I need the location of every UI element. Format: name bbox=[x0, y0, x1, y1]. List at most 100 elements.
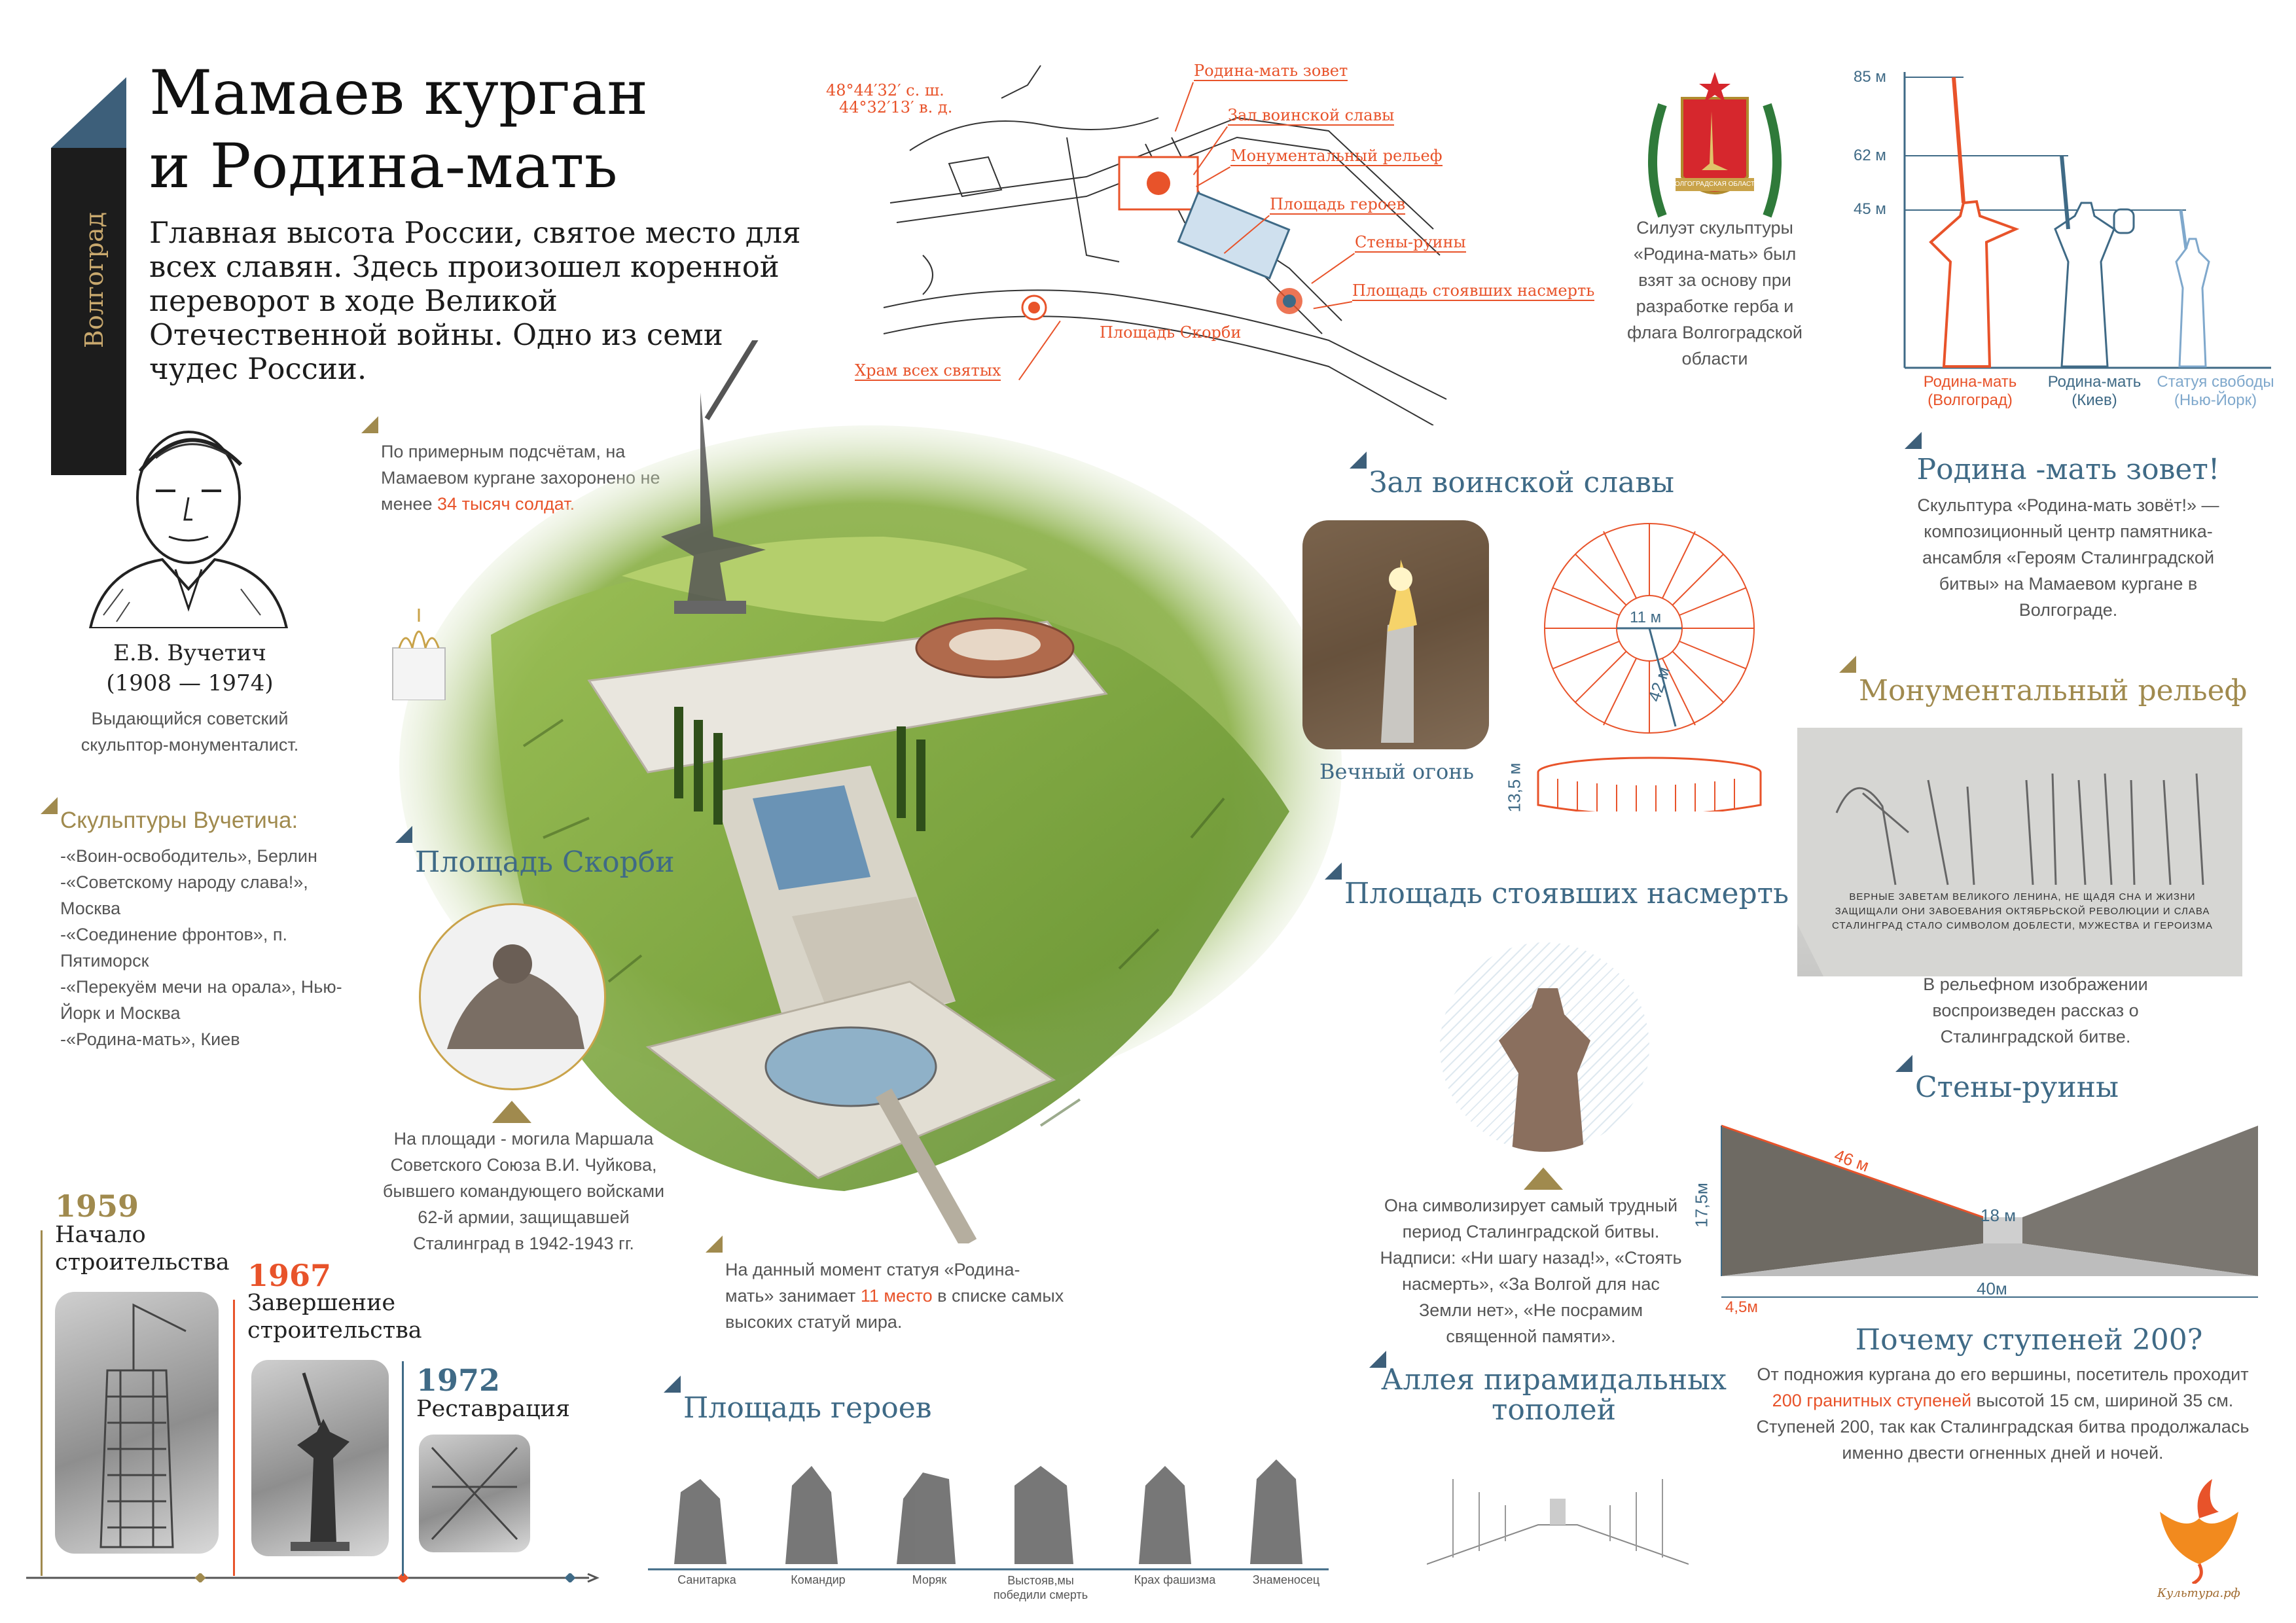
volgograd-emblem bbox=[1636, 65, 1793, 229]
timeline-line-1959 bbox=[41, 1230, 43, 1576]
timeline-axis bbox=[26, 1572, 602, 1584]
emblem-ribbon-text: ВОЛГОГРАДСКАЯ ОБЛАСТЬ bbox=[1670, 181, 1759, 188]
map-coords-line1: 48°44′32′ с. ш. bbox=[826, 81, 944, 99]
height-62: 62 м bbox=[1854, 147, 1886, 164]
timeline-label-1967: Завершение строительства bbox=[247, 1290, 422, 1344]
relief-inscription: ВЕРНЫЕ ЗАВЕТАМ ВЕЛИКОГО ЛЕНИНА, НЕ ЩАДЯ … bbox=[1832, 891, 2213, 931]
kultura-logo bbox=[2140, 1472, 2258, 1586]
timeline-label-1959: Начало строительства bbox=[55, 1222, 230, 1275]
relief-image bbox=[1797, 728, 2242, 976]
timeline-year-1959: 1959 bbox=[55, 1188, 139, 1224]
works-item: -«Родина-мать», Киев bbox=[60, 1029, 240, 1049]
steps-text-1: От подножия кургана до его вершины, посе… bbox=[1757, 1364, 2249, 1384]
map-label-heroes: Площадь героев bbox=[1270, 195, 1406, 215]
rank-marker bbox=[706, 1236, 723, 1253]
rank-text-2: в списке самых высоких статуй мира. bbox=[725, 1286, 1064, 1332]
works-title: Скульптуры Вучетича: bbox=[60, 808, 298, 833]
page-title-line2: и Родина-мать bbox=[149, 131, 618, 202]
deadstand-marker-up bbox=[1524, 1168, 1563, 1190]
works-item: -«Воин-освободитель», Берлин bbox=[60, 846, 317, 866]
hall-diagram bbox=[1525, 510, 1774, 816]
map-coords-line2: 44°32′13′ в. д. bbox=[839, 98, 953, 116]
emblem-caption: Силуэт скульптуры «Родина-мать» был взят… bbox=[1627, 218, 1803, 368]
ruins-dim-40: 40м bbox=[1977, 1279, 2007, 1298]
ruins-marker bbox=[1895, 1055, 1912, 1072]
sculptor-name: Е.В. Вучетич bbox=[113, 640, 266, 666]
hero-name: Крах фашизма bbox=[1134, 1573, 1216, 1586]
ruins-diagram bbox=[1708, 1113, 2284, 1309]
page-title-line1: Мамаев курган bbox=[149, 58, 649, 129]
hall-dim-height: 13,5 м bbox=[1504, 762, 1524, 813]
church-icon bbox=[380, 609, 458, 701]
comparison-label-liberty: Статуя свободы (Нью-Йорк) bbox=[2157, 373, 2274, 409]
map-label-relief: Монументальный рельеф bbox=[1230, 147, 1443, 166]
rank-highlight: 11 место bbox=[860, 1286, 933, 1306]
map-label-church: Храм всех святых bbox=[855, 361, 1001, 381]
sculptor-desc: Выдающийся советский скульптор-монумента… bbox=[81, 709, 299, 755]
page-subtitle: Главная высота России, святое место для … bbox=[149, 215, 801, 386]
hero-name: Санитарка bbox=[677, 1573, 736, 1586]
ensemble-illustration bbox=[308, 332, 1460, 1248]
map-label-deadstand: Площадь стоявших насмерть bbox=[1352, 281, 1595, 301]
hall-marker bbox=[1350, 452, 1367, 469]
rodina-text: Скульптура «Родина-мать зовёт!» — композ… bbox=[1917, 495, 2219, 620]
heroes-statues bbox=[648, 1440, 1329, 1571]
map-label-ruins: Стены-руины bbox=[1355, 233, 1466, 253]
works-item: -«Перекуём мечи на орала», Нью-Йорк и Мо… bbox=[60, 977, 342, 1023]
hero-statue-3 bbox=[897, 1472, 956, 1564]
hall-dim-diameter: 11 м bbox=[1630, 609, 1662, 626]
comparison-label-volgograd: Родина-мать (Волгоград) bbox=[1923, 373, 2017, 409]
hero-name: Знаменосец bbox=[1252, 1573, 1320, 1586]
timeline-label-1972: Реставрация bbox=[416, 1396, 570, 1422]
map-label-hall: Зал воинской славы bbox=[1228, 106, 1395, 126]
burials-note: По примерным подсчётам, на Мамаевом кург… bbox=[381, 438, 682, 517]
hero-statue-1 bbox=[674, 1479, 726, 1564]
kultura-logo-text: Культура.рф bbox=[2157, 1586, 2240, 1600]
works-list: -«Воин-освободитель», Берлин -«Советском… bbox=[60, 843, 348, 1052]
alley-marker bbox=[1369, 1351, 1386, 1368]
alley-sketch bbox=[1426, 1453, 1689, 1571]
burials-marker bbox=[361, 416, 378, 433]
header-ribbon-corner bbox=[51, 77, 126, 148]
steps-text-2: высотой 15 см, шириной 35 см. Ступеней 2… bbox=[1756, 1391, 2250, 1463]
hall-title: Зал воинской славы bbox=[1369, 466, 1675, 499]
hero-name: Моряк bbox=[912, 1573, 947, 1586]
deadstand-title: Площадь стоявших насмерть bbox=[1344, 877, 1789, 910]
timeline-photo-1967 bbox=[251, 1360, 389, 1556]
header-ribbon bbox=[51, 148, 126, 475]
sorrow-text: На площади - могила Маршала Советского С… bbox=[382, 1129, 665, 1253]
map bbox=[870, 59, 1460, 426]
timeline-line-1972 bbox=[402, 1361, 404, 1576]
city-label: Волгоград bbox=[80, 211, 109, 348]
sorrow-title: Площадь Скорби bbox=[415, 846, 675, 879]
sorrow-photo bbox=[419, 903, 606, 1090]
heroes-marker bbox=[664, 1376, 681, 1393]
deadstand-text: Она символизирует самый трудный период С… bbox=[1380, 1196, 1682, 1346]
hero-statue-4 bbox=[1014, 1466, 1073, 1564]
deadstand-photo bbox=[1440, 942, 1649, 1152]
map-label-sorrow: Площадь Скорби bbox=[1100, 323, 1242, 342]
timeline-year-1972: 1972 bbox=[416, 1363, 501, 1398]
sculptor-portrait bbox=[77, 419, 300, 630]
works-item: -«Соединение фронтов», п. Пятиморск bbox=[60, 925, 287, 971]
burials-highlight: 34 тысяч солдат. bbox=[437, 494, 575, 514]
ruins-dim-18: 18 м bbox=[1981, 1205, 2017, 1225]
sculptor-years: (1908 — 1974) bbox=[106, 670, 274, 696]
ruins-dim-45: 4,5м bbox=[1725, 1298, 1758, 1316]
timeline-photo-1972 bbox=[419, 1435, 530, 1552]
height-45: 45 м bbox=[1854, 200, 1886, 218]
steps-highlight: 200 гранитных ступеней bbox=[1772, 1391, 1972, 1410]
sorrow-marker bbox=[395, 826, 412, 843]
relief-marker bbox=[1839, 656, 1856, 673]
rodina-title: Родина -мать зовет! bbox=[1916, 453, 2220, 486]
hero-statue-5 bbox=[1139, 1466, 1191, 1564]
rodina-marker bbox=[1905, 432, 1922, 449]
timeline-year-1967: 1967 bbox=[247, 1258, 332, 1293]
alley-title: Аллея пирамидальных тополей bbox=[1381, 1363, 1727, 1427]
height-85: 85 м bbox=[1854, 68, 1886, 86]
comparison-statue-volgograd bbox=[1929, 200, 2020, 368]
comparison-statue-liberty bbox=[2175, 238, 2210, 368]
burials-text: По примерным подсчётам, на Мамаевом кург… bbox=[381, 442, 660, 514]
relief-title: Монументальный рельеф bbox=[1859, 674, 2248, 707]
steps-text: От подножия кургана до его вершины, посе… bbox=[1741, 1361, 2265, 1466]
